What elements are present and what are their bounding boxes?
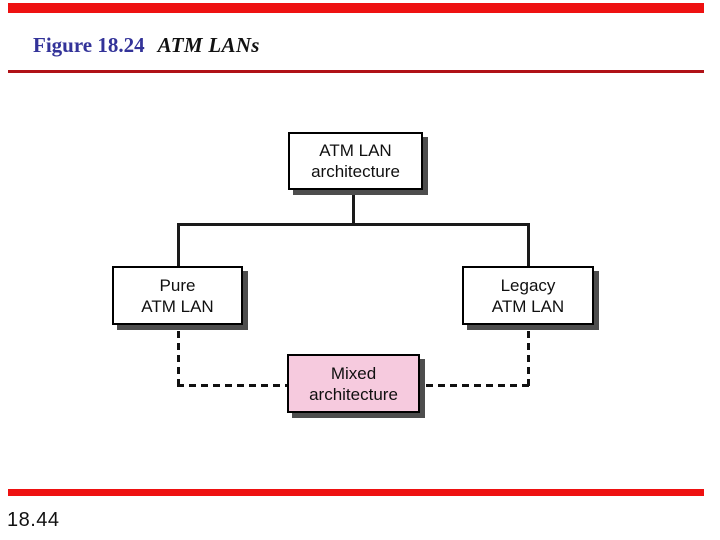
node-label-line: Legacy <box>500 275 556 295</box>
node-atm-lan-architecture: ATM LAN architecture <box>288 132 423 190</box>
title-underline-rule <box>8 70 704 73</box>
dashed-connector-left-vertical <box>177 331 180 386</box>
node-pure-atm-lan: Pure ATM LAN <box>112 266 243 325</box>
node-label-line: Pure <box>159 275 196 295</box>
connector-root-stem <box>352 189 355 225</box>
node-legacy-atm-lan: Legacy ATM LAN <box>462 266 594 325</box>
dashed-connector-right-horizontal <box>426 384 529 387</box>
node-label-line: ATM LAN <box>319 141 392 160</box>
figure-title: ATM LANs <box>157 33 260 57</box>
node-label-line: ATM LAN <box>491 296 565 316</box>
node-label-line: architecture <box>309 384 398 404</box>
dashed-connector-right-vertical <box>527 331 530 386</box>
node-mixed-architecture: Mixed architecture <box>287 354 420 413</box>
node-label-line: Mixed <box>330 363 377 383</box>
top-red-bar <box>8 3 704 13</box>
dashed-connector-left-horizontal <box>177 384 287 387</box>
page-number: 18.44 <box>7 509 60 531</box>
node-label-line: ATM LAN <box>141 296 214 316</box>
bottom-red-bar <box>8 489 704 496</box>
connector-right-drop <box>527 223 530 267</box>
slide-title: Figure 18.24 ATM LANs <box>33 33 260 57</box>
figure-label: Figure 18.24 <box>33 33 145 57</box>
node-label-line: architecture <box>311 162 400 181</box>
connector-left-drop <box>177 223 180 267</box>
connector-horizontal <box>177 223 530 226</box>
